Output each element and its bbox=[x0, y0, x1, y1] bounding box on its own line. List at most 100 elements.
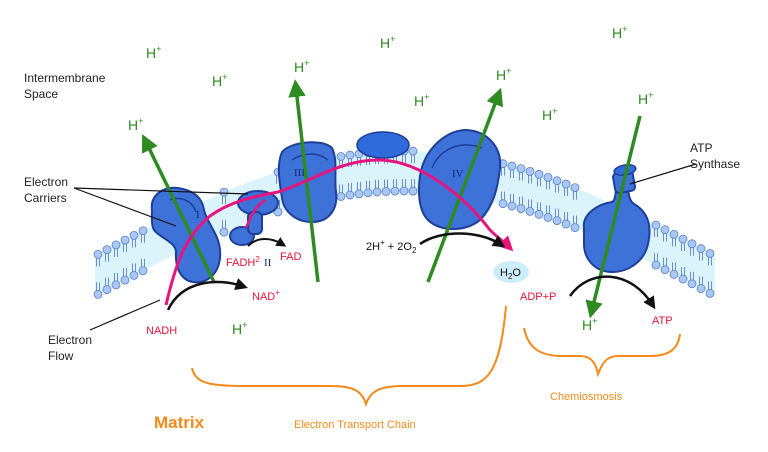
proton-label: H+ bbox=[146, 44, 161, 61]
pointer-lines bbox=[73, 163, 697, 331]
lipid-head bbox=[534, 169, 544, 179]
lipid-head bbox=[372, 187, 382, 197]
proton-arrows bbox=[141, 79, 642, 319]
proton-label: H+ bbox=[582, 316, 597, 333]
proton-label: H+ bbox=[128, 116, 143, 133]
proton-label: H+ bbox=[212, 72, 227, 89]
lipid-head bbox=[102, 245, 112, 255]
nadh-arrow bbox=[166, 278, 248, 311]
complex-3-label: III bbox=[294, 167, 305, 179]
lipid-head bbox=[534, 209, 544, 219]
lipid-head bbox=[705, 288, 715, 298]
electron-flow-label-1: Electron bbox=[48, 333, 92, 347]
lipid-head bbox=[219, 187, 229, 197]
lipid-head bbox=[498, 199, 508, 209]
lipid-head bbox=[552, 216, 562, 226]
lipid-head bbox=[678, 234, 688, 244]
lipid-head bbox=[381, 187, 391, 196]
lipid-head bbox=[120, 275, 130, 285]
lipid-head bbox=[111, 280, 121, 290]
lipid-head bbox=[687, 279, 697, 289]
water-bubble bbox=[493, 261, 529, 283]
lipid-head bbox=[93, 250, 103, 259]
atp-arrow bbox=[568, 275, 656, 310]
lipid-head bbox=[363, 188, 373, 198]
lipid-head bbox=[543, 212, 553, 222]
proton-label: H+ bbox=[294, 58, 309, 75]
fadh-label: FADH2 bbox=[226, 255, 260, 269]
lipid-head bbox=[138, 226, 148, 236]
lipid-head bbox=[561, 219, 571, 229]
lipid-head bbox=[408, 186, 418, 196]
proton-label: H+ bbox=[414, 92, 429, 109]
proton-label: H+ bbox=[612, 24, 627, 41]
electron-flow-label-2: Flow bbox=[48, 349, 74, 363]
lipid-head bbox=[696, 244, 706, 253]
adp-label: ADP+P bbox=[520, 291, 556, 303]
lipid-head bbox=[651, 260, 661, 270]
lipid-head bbox=[345, 150, 355, 160]
lipid-head bbox=[543, 172, 553, 182]
lipid-head bbox=[93, 290, 103, 299]
chemiosmosis-label: Chemiosmosis bbox=[550, 391, 623, 403]
lipid-head bbox=[705, 248, 715, 258]
lipid-head bbox=[336, 152, 346, 161]
lipid-head bbox=[399, 186, 409, 196]
complex-1-label: I bbox=[196, 209, 200, 221]
chemiosmosis-brace bbox=[523, 327, 681, 378]
lipid-head bbox=[138, 266, 148, 276]
lipid-head bbox=[687, 239, 697, 249]
lipid-head bbox=[660, 225, 670, 235]
nad-label: NAD+ bbox=[252, 288, 280, 303]
lipid-head bbox=[354, 189, 364, 199]
proton-label: H+ bbox=[542, 106, 557, 123]
lipid-head bbox=[273, 207, 283, 217]
lipid-head bbox=[660, 265, 670, 275]
proton-label: H+ bbox=[232, 320, 247, 337]
lipid-head bbox=[120, 235, 130, 245]
proton-label: H+ bbox=[496, 66, 511, 83]
membrane-bilayer bbox=[93, 146, 715, 299]
atp-synthase-label-1: ATP bbox=[690, 141, 712, 155]
proton-arrow-4 bbox=[426, 87, 504, 283]
lipid-heads bbox=[93, 146, 715, 299]
membrane-band bbox=[95, 151, 715, 296]
lipid-head bbox=[390, 186, 400, 196]
lipid-head bbox=[669, 269, 679, 279]
lipid-head bbox=[102, 285, 112, 295]
intermembrane-label-2: Space bbox=[24, 87, 58, 101]
lipid-head bbox=[669, 229, 679, 239]
proton-arrow-3 bbox=[288, 79, 320, 283]
matrix-label: Matrix bbox=[154, 413, 205, 432]
electron-carriers-label-1: Electron bbox=[24, 175, 68, 189]
oxygen-reaction-label: 2H+ + 2O2 bbox=[366, 238, 417, 255]
electron-carriers-label-2: Carriers bbox=[24, 191, 67, 205]
lipid-head bbox=[651, 220, 661, 230]
complex-2-label: II bbox=[264, 257, 272, 269]
lipid-head bbox=[696, 284, 706, 293]
complex-4-label: IV bbox=[452, 168, 464, 180]
atp-synthase-label-2: Synthase bbox=[690, 157, 740, 171]
lipid-head bbox=[516, 164, 526, 174]
lipid-head bbox=[129, 230, 139, 240]
lipid-head bbox=[507, 161, 517, 171]
lipid-head bbox=[525, 166, 535, 176]
lipid-head bbox=[678, 274, 688, 284]
lipid-head bbox=[345, 190, 355, 200]
atp-label: ATP bbox=[652, 315, 673, 327]
lipid-head bbox=[552, 176, 562, 186]
nadh-label: NADH bbox=[146, 325, 177, 337]
lipid-head bbox=[570, 183, 580, 193]
proton-label: H+ bbox=[638, 90, 653, 107]
lipid-head bbox=[129, 270, 139, 280]
cytochrome-c bbox=[356, 131, 410, 159]
complex-4: IV bbox=[418, 128, 502, 230]
lipid-head bbox=[516, 204, 526, 214]
fad-label: FAD bbox=[280, 251, 301, 263]
lipid-head bbox=[525, 206, 535, 216]
water-arrow bbox=[419, 232, 506, 248]
lipid-head bbox=[570, 223, 580, 233]
lipid-head bbox=[336, 192, 346, 201]
lipid-head bbox=[219, 227, 229, 237]
